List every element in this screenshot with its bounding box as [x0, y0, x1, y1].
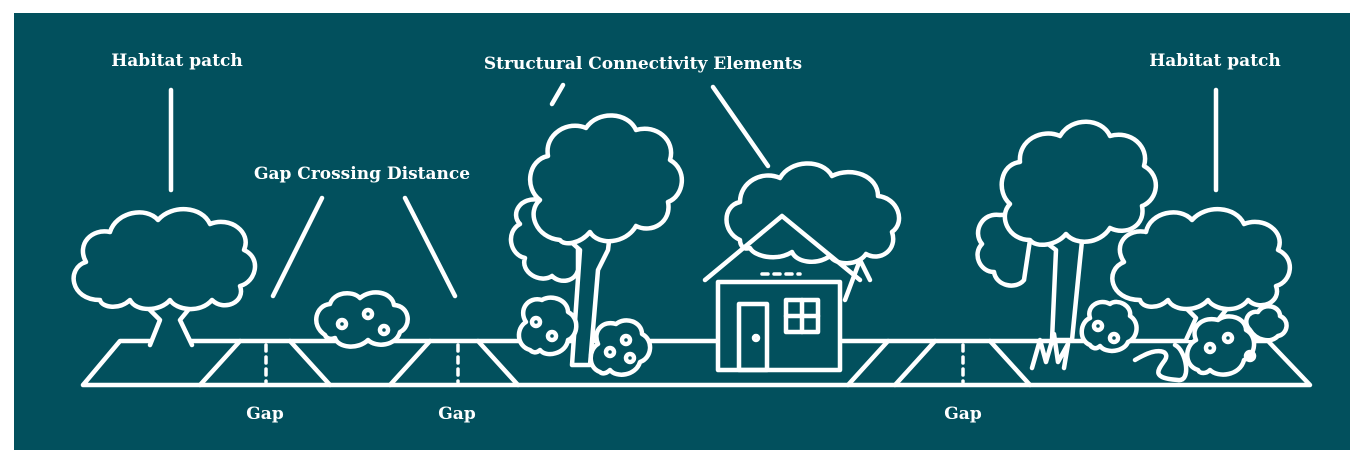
leader-structural-house [710, 84, 771, 169]
berry [603, 345, 617, 359]
berry [1203, 341, 1217, 355]
right-tree-canopy [999, 119, 1158, 248]
berry [529, 315, 543, 329]
berry [1091, 319, 1105, 333]
berry [377, 323, 391, 337]
right-bush-small [1079, 299, 1139, 354]
leader-gap-distance-left [270, 195, 325, 299]
label-gap-3: Gap [944, 404, 982, 424]
leader-gap-distance-right [402, 195, 458, 299]
gap-2-left-edge [387, 338, 433, 388]
label-gap-crossing-distance: Gap Crossing Distance [253, 164, 471, 184]
bush-tree-base [516, 295, 579, 357]
house-door [736, 301, 770, 373]
habitat-tree-left-canopy [71, 206, 258, 312]
berry [1243, 349, 1257, 363]
path-swirl [1132, 342, 1189, 383]
berry [545, 329, 559, 343]
label-gap-2: Gap [438, 404, 476, 424]
diagram-panel: Habitat patch Habitat patch Structural C… [14, 13, 1350, 450]
structural-tree [508, 113, 684, 377]
label-habitat-patch-left: Habitat patch [111, 51, 243, 71]
house-back-trees [724, 161, 902, 266]
habitat-tree-left [71, 206, 258, 348]
structural-tree-canopy [527, 113, 684, 246]
berry [1221, 331, 1235, 345]
gap-2-right-edge [475, 338, 521, 388]
ground-strip [80, 338, 1313, 388]
landscape-illustration [71, 82, 1313, 388]
gap-1-left-edge [197, 338, 243, 388]
label-structural-connectivity: Structural Connectivity Elements [483, 54, 803, 74]
gap-3-mid-edge [892, 338, 938, 388]
gap-3-right-edge [987, 338, 1033, 388]
bush-tree-front [588, 318, 653, 377]
right-bush-front [1185, 314, 1257, 377]
grass-tuft [1029, 331, 1071, 371]
berry [619, 333, 633, 347]
label-gap-1: Gap [246, 404, 284, 424]
berry [1107, 331, 1121, 345]
right-bush-back [1244, 303, 1289, 343]
house-group [702, 161, 902, 373]
bush-left-shape [314, 290, 410, 349]
berry [335, 317, 349, 331]
right-structural-tree [975, 119, 1158, 371]
habitat-tree-right [1110, 206, 1292, 377]
gap-3-left-edge [845, 338, 891, 388]
house-roof [702, 213, 863, 283]
label-habitat-patch-right: Habitat patch [1149, 51, 1281, 71]
leader-structural-tree [549, 82, 566, 107]
house-door-knob [751, 333, 761, 343]
gap-1-right-edge [287, 338, 333, 388]
bush-left [314, 290, 410, 349]
habitat-tree-right-canopy [1110, 206, 1292, 312]
berry [623, 351, 637, 365]
leader-lines [168, 82, 1219, 299]
house-body [715, 279, 843, 373]
berry [361, 307, 375, 321]
